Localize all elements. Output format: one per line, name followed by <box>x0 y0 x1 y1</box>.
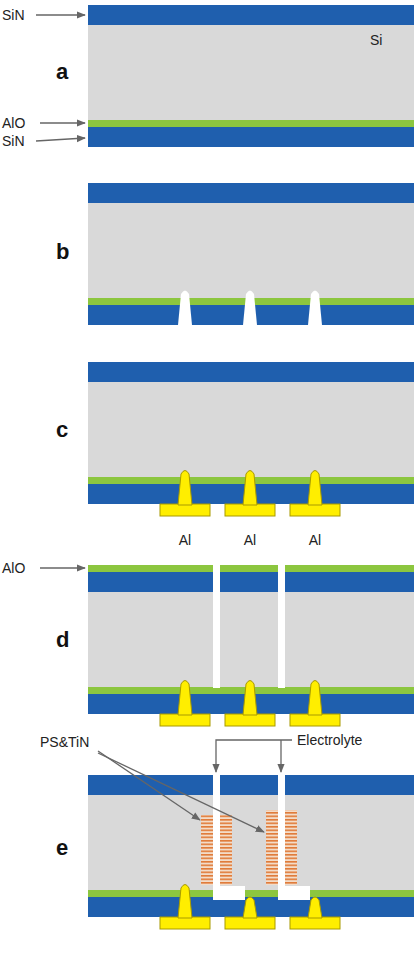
material-label: Electrolyte <box>297 732 362 748</box>
layer-label: AlO <box>2 115 25 131</box>
layer-label: AlO <box>2 560 25 576</box>
wafer-stack-b <box>88 183 414 325</box>
porous-silicon <box>266 810 278 885</box>
material-label: Al <box>179 532 191 548</box>
layer-label: SiN <box>2 7 25 23</box>
porous-silicon <box>201 815 213 885</box>
panel-letter: c <box>56 418 68 442</box>
material-label: Al <box>309 532 321 548</box>
porous-silicon <box>220 815 232 885</box>
wafer-stack-a <box>88 5 414 147</box>
wafer-stack-d <box>88 565 414 726</box>
wafer-stack-e <box>88 775 414 929</box>
panel-letter: d <box>56 628 69 652</box>
layer-label: SiN <box>2 133 25 149</box>
panel-letter: e <box>56 836 68 860</box>
panel-letter: a <box>56 60 68 84</box>
material-label: Si <box>370 32 382 48</box>
material-label: PS&TiN <box>40 734 89 750</box>
porous-silicon <box>285 810 297 885</box>
wafer-stack-c <box>88 362 414 516</box>
leader-lines <box>36 15 292 832</box>
panel-letter: b <box>56 240 69 264</box>
material-label: Al <box>244 532 256 548</box>
